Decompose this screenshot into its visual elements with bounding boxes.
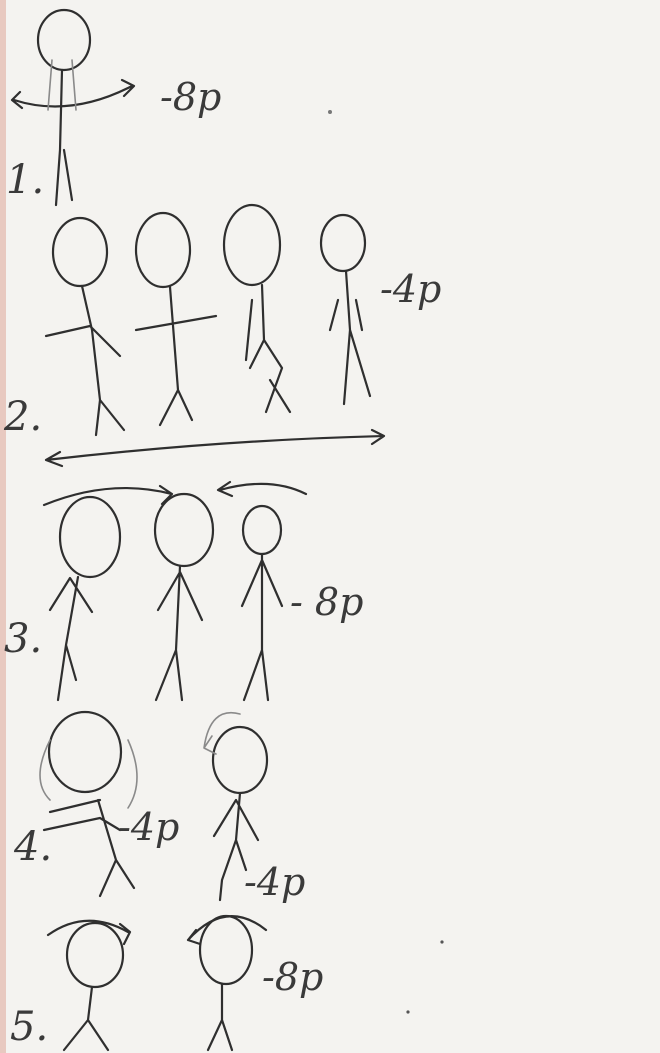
section-1-note: -8p bbox=[160, 75, 221, 119]
section-4-note-right: -4p bbox=[244, 860, 305, 904]
section-2-number: 2. bbox=[3, 394, 42, 440]
pencil-dot bbox=[440, 940, 443, 943]
pencil-smudge bbox=[328, 110, 332, 114]
section-5-note: -8p bbox=[262, 955, 323, 999]
pencil-dot bbox=[406, 1010, 409, 1013]
section-4-note-left: -4p bbox=[118, 805, 179, 849]
section-3-note: - 8p bbox=[290, 580, 363, 624]
section-5-number: 5. bbox=[10, 1004, 48, 1050]
section-3-number: 3. bbox=[4, 616, 42, 662]
section-1-number: 1. bbox=[6, 157, 44, 203]
section-4-number: 4. bbox=[13, 824, 52, 870]
section-2-figures bbox=[46, 205, 384, 466]
section-5-figures bbox=[48, 916, 266, 1050]
section-3-figures bbox=[44, 482, 306, 700]
section-2-note: -4p bbox=[380, 267, 441, 311]
